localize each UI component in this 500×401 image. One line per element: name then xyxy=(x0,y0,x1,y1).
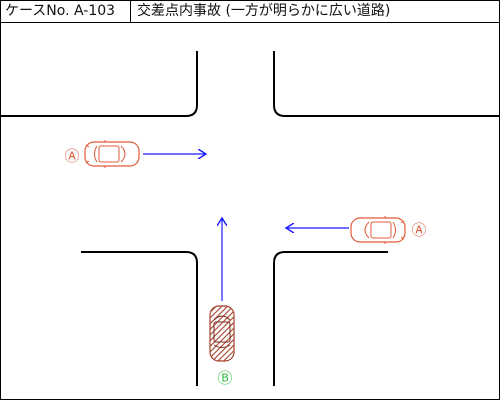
car-a-right-label: Ⓐ xyxy=(411,221,426,239)
road-edge-bottom-left xyxy=(81,251,198,386)
car-a-left xyxy=(84,140,140,168)
car-a-right xyxy=(350,216,406,244)
case-title: 交差点内事故 (一方が明らかに広い道路) xyxy=(137,3,391,19)
road-edge-top-right xyxy=(273,51,500,117)
road-edge-bottom-right xyxy=(273,251,388,386)
road-edge-top-left xyxy=(1,51,198,117)
direction-arrows xyxy=(143,154,349,301)
car-b xyxy=(209,305,235,362)
header-bar: ケースNo. A-103 交差点内事故 (一方が明らかに広い道路) xyxy=(1,1,499,23)
road-edges xyxy=(1,51,500,386)
car-b-label: Ⓑ xyxy=(217,369,232,387)
case-number: ケースNo. A-103 xyxy=(1,1,131,22)
car-a-left-label: Ⓐ xyxy=(64,147,79,165)
